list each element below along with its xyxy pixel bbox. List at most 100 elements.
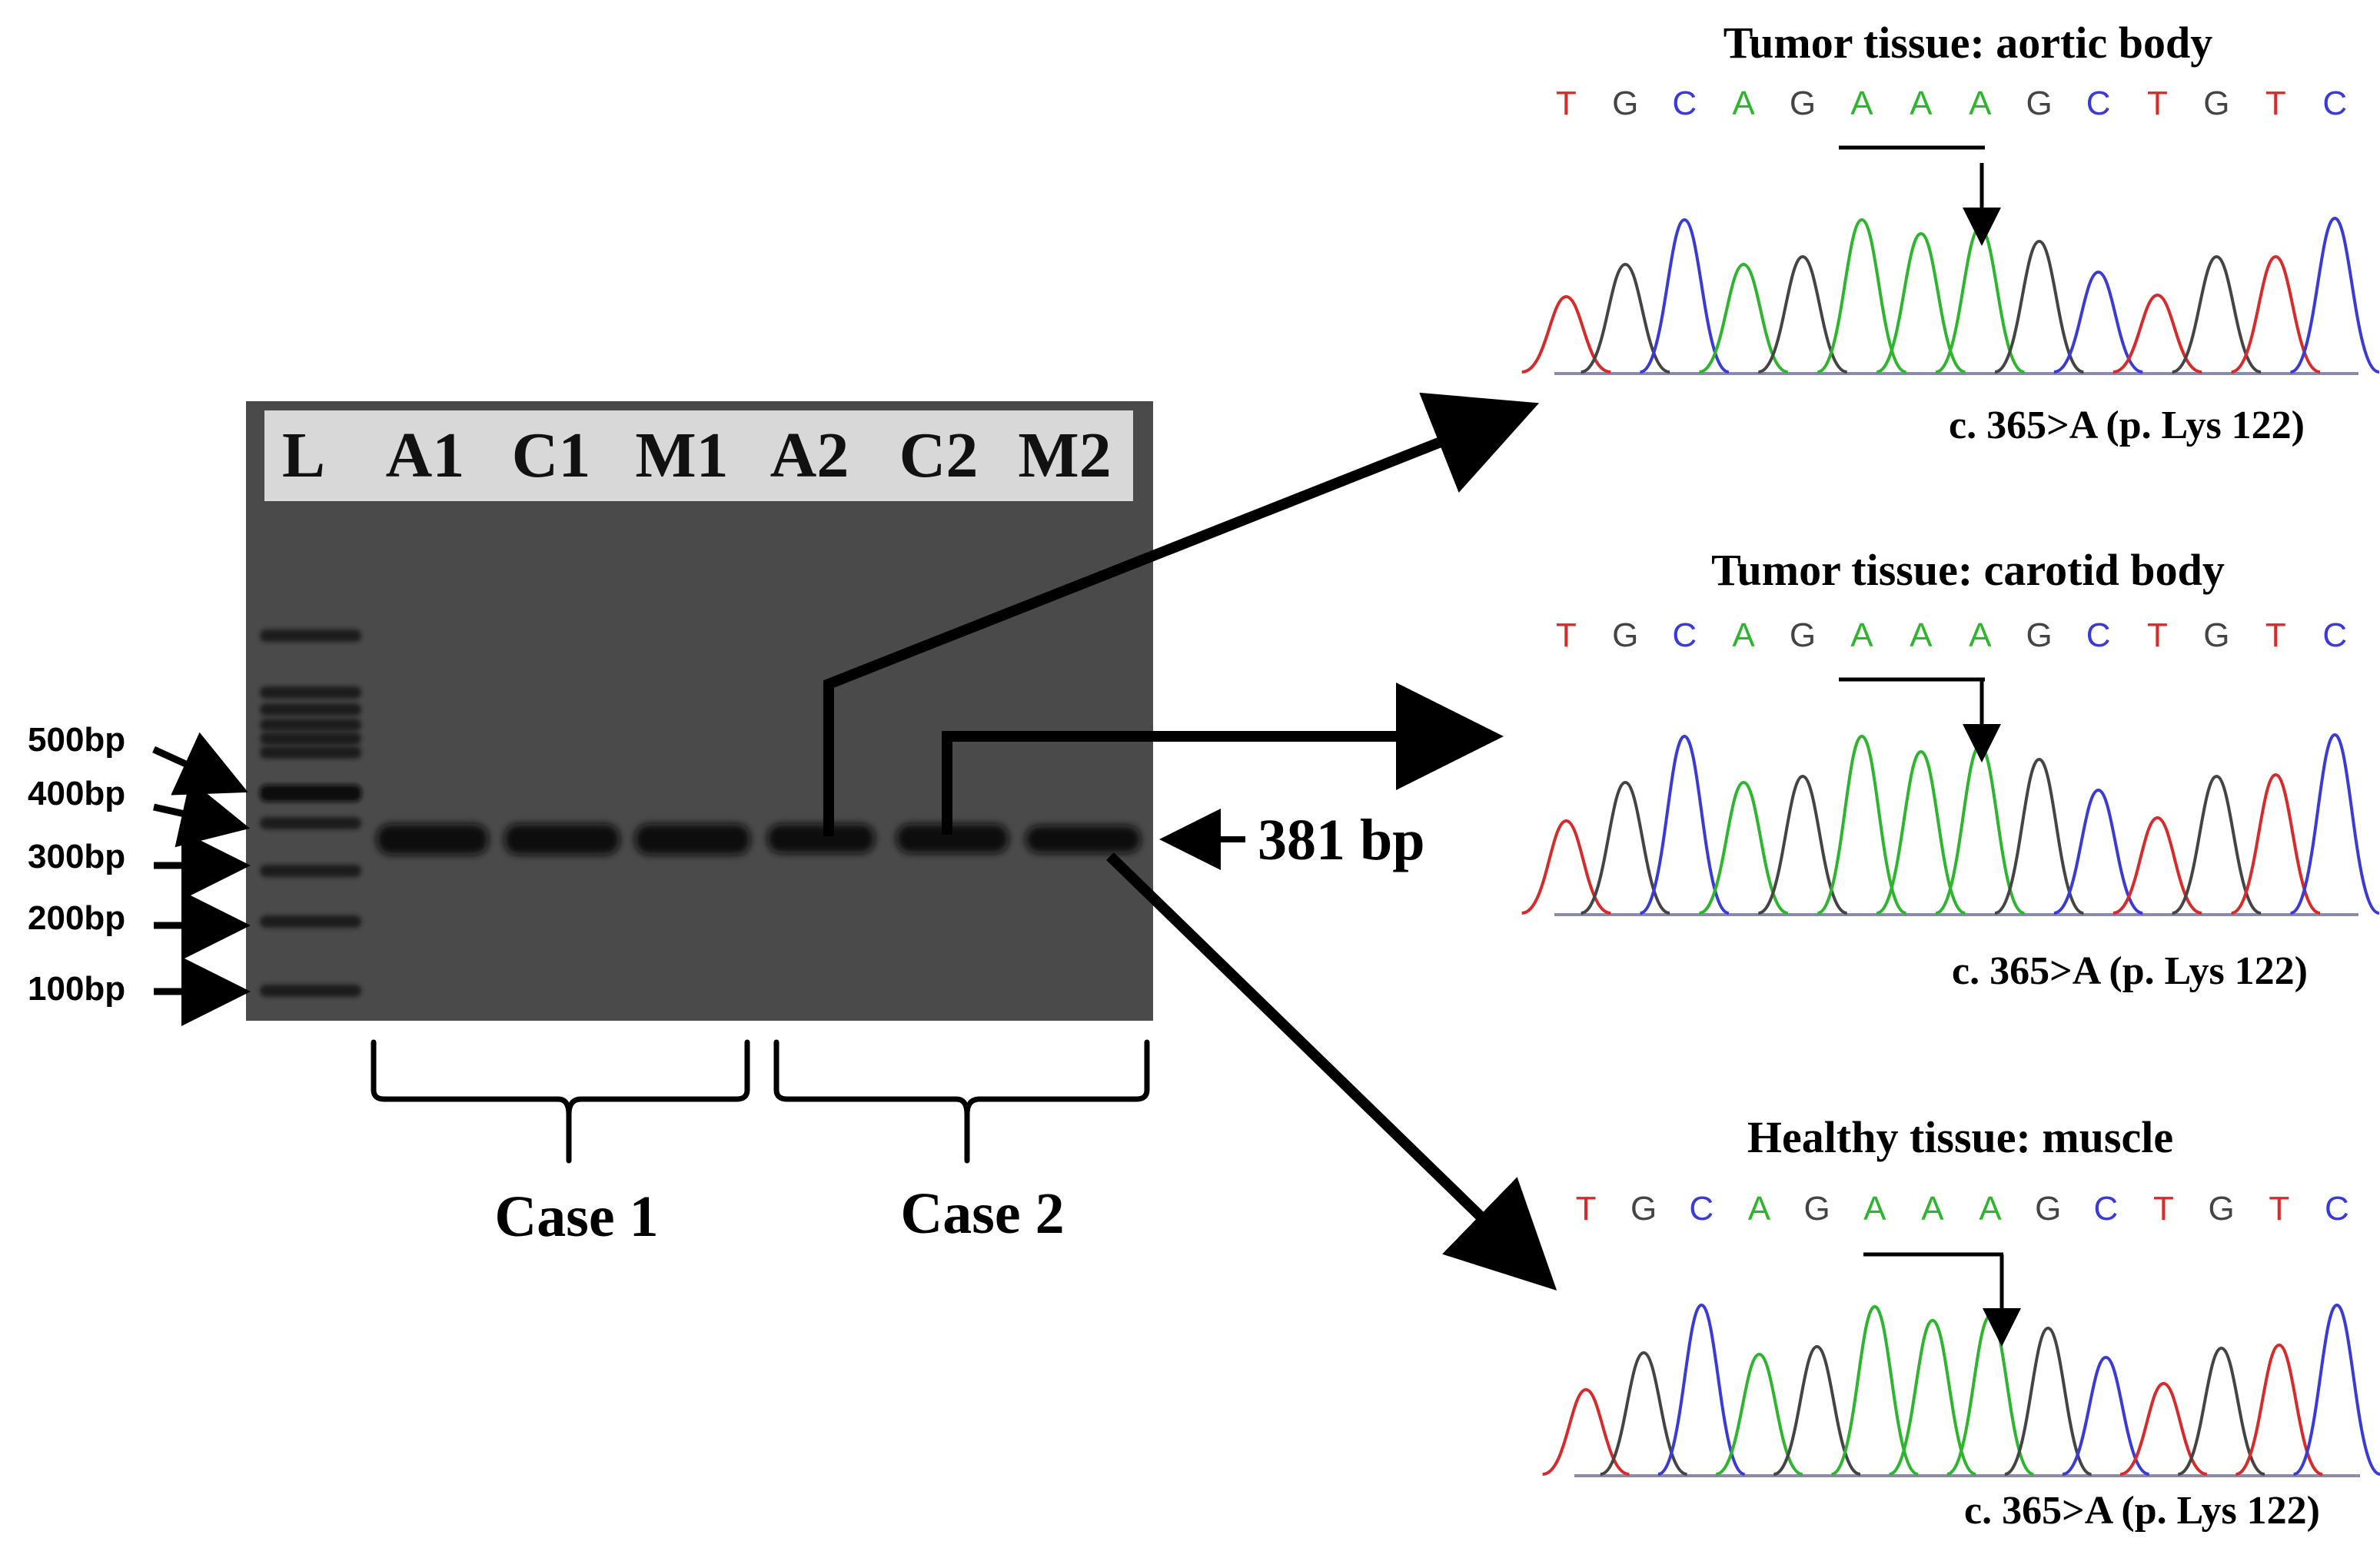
ladder-band-5	[260, 746, 361, 759]
ladder-label-400bp: 400bp	[28, 775, 126, 812]
base-letter: C	[2093, 1190, 2119, 1227]
peak-2-5	[1830, 1304, 1919, 1476]
base-letter: A	[1863, 1190, 1886, 1227]
base-letter: A	[1732, 85, 1755, 122]
ladder-label-100bp: 100bp	[28, 970, 126, 1008]
base-letter: A	[1747, 1190, 1771, 1227]
chromatogram-0	[1521, 145, 2380, 375]
arrow-400bp	[153, 779, 251, 848]
peak-2-10	[2119, 1381, 2208, 1476]
lane-label-bar	[264, 410, 1133, 501]
lane-label-m1: M1	[635, 420, 729, 491]
ladder-label-300bp: 300bp	[28, 838, 126, 875]
base-letter: C	[2322, 616, 2348, 654]
peak-0-13	[2289, 216, 2380, 374]
peak-1-6	[1876, 749, 1966, 915]
ladder-label-200bp: 200bp	[28, 899, 126, 937]
peak-0-11	[2172, 254, 2262, 374]
base-letter: T	[1555, 616, 1577, 654]
brace-case-1	[371, 1039, 750, 1164]
ladder-band-4	[260, 732, 361, 745]
base-letter: G	[1803, 1190, 1830, 1227]
base-letter: T	[1575, 1190, 1597, 1227]
base-letter: C	[2322, 85, 2348, 122]
base-letter: A	[1910, 85, 1933, 122]
ladder-band-1	[260, 686, 361, 699]
peak-0-2	[1639, 218, 1730, 374]
band-c2	[896, 824, 1009, 853]
band-a1	[377, 824, 488, 855]
peak-2-2	[1657, 1303, 1746, 1476]
peak-1-5	[1817, 734, 1907, 915]
base-letter: T	[2147, 85, 2168, 122]
base-letter: C	[2325, 1190, 2349, 1227]
peak-0-8	[1994, 239, 2084, 374]
ladder-band-3	[260, 719, 361, 731]
connector-muscle	[1106, 852, 1557, 1291]
peak-1-12	[2231, 772, 2321, 915]
base-letter: G	[1612, 85, 1639, 122]
band-m1	[635, 824, 750, 855]
base-letter: A	[1969, 85, 1992, 122]
peak-2-11	[2177, 1346, 2265, 1476]
peak-0-1	[1581, 262, 1670, 374]
peak-2-1	[1600, 1350, 1688, 1476]
base-letter: A	[1921, 1190, 1944, 1227]
peak-2-6	[1888, 1318, 1976, 1476]
lane-label-a2: A2	[770, 420, 849, 491]
base-letter: T	[2265, 616, 2286, 654]
peak-1-0	[1521, 819, 1611, 915]
peak-1-11	[2172, 774, 2262, 915]
ladder-bands	[260, 630, 361, 997]
ladder-band-0	[260, 630, 361, 642]
peak-2-4	[1773, 1344, 1861, 1476]
base-letter: G	[2203, 616, 2230, 654]
base-letter: T	[2265, 85, 2286, 122]
lane-label-c1: C1	[511, 420, 591, 491]
ladder-band-8	[260, 865, 361, 877]
peak-0-5	[1817, 218, 1907, 374]
peak-2-0	[1542, 1387, 1630, 1476]
panel-title-aortic: Tumor tissue: aortic body	[1723, 18, 2213, 68]
pcr-bands	[377, 824, 1141, 855]
lane-label-c2: C2	[899, 420, 979, 491]
band-m2	[1025, 826, 1141, 853]
base-letter: T	[1555, 85, 1577, 122]
panel-title-carotid: Tumor tissue: carotid body	[1711, 545, 2225, 595]
case-2-label: Case 2	[900, 1181, 1065, 1246]
band-a2	[767, 824, 875, 853]
base-letter: G	[2026, 85, 2053, 122]
peak-1-9	[2053, 788, 2143, 915]
base-letter: A	[1732, 616, 1755, 654]
ladder-band-6	[260, 785, 361, 802]
ladder-band-9	[260, 915, 361, 928]
panel-title-muscle: Healthy tissue: muscle	[1747, 1112, 2174, 1162]
connector-aortic	[823, 392, 1540, 836]
ladder-band-2	[260, 703, 361, 716]
peak-0-9	[2053, 270, 2143, 374]
peak-1-4	[1757, 774, 1848, 915]
case-braces	[371, 1039, 1150, 1164]
peak-1-13	[2289, 732, 2380, 915]
ladder-arrows	[152, 732, 251, 1026]
peak-0-4	[1757, 254, 1848, 374]
base-letter: C	[1672, 85, 1697, 122]
base-letter: G	[1612, 616, 1639, 654]
base-letter: C	[1672, 616, 1697, 654]
ladder-band-10	[260, 985, 361, 997]
peak-2-13	[2292, 1303, 2380, 1476]
peak-1-8	[1994, 757, 2085, 915]
base-letter: T	[2153, 1190, 2174, 1227]
peak-2-9	[2062, 1355, 2150, 1476]
base-letter: T	[2147, 616, 2168, 654]
base-letter: G	[2035, 1190, 2062, 1227]
peak-0-3	[1698, 262, 1789, 374]
peak-0-12	[2231, 254, 2321, 374]
band-c1	[504, 824, 620, 855]
band-size-label: 381 bp	[1258, 808, 1425, 872]
lane-label-a1: A1	[385, 420, 465, 491]
mutation-label-muscle: c. 365>A (p. Lys 122)	[1964, 1489, 2320, 1533]
mutation-label-aortic: c. 365>A (p. Lys 122)	[1949, 404, 2305, 447]
